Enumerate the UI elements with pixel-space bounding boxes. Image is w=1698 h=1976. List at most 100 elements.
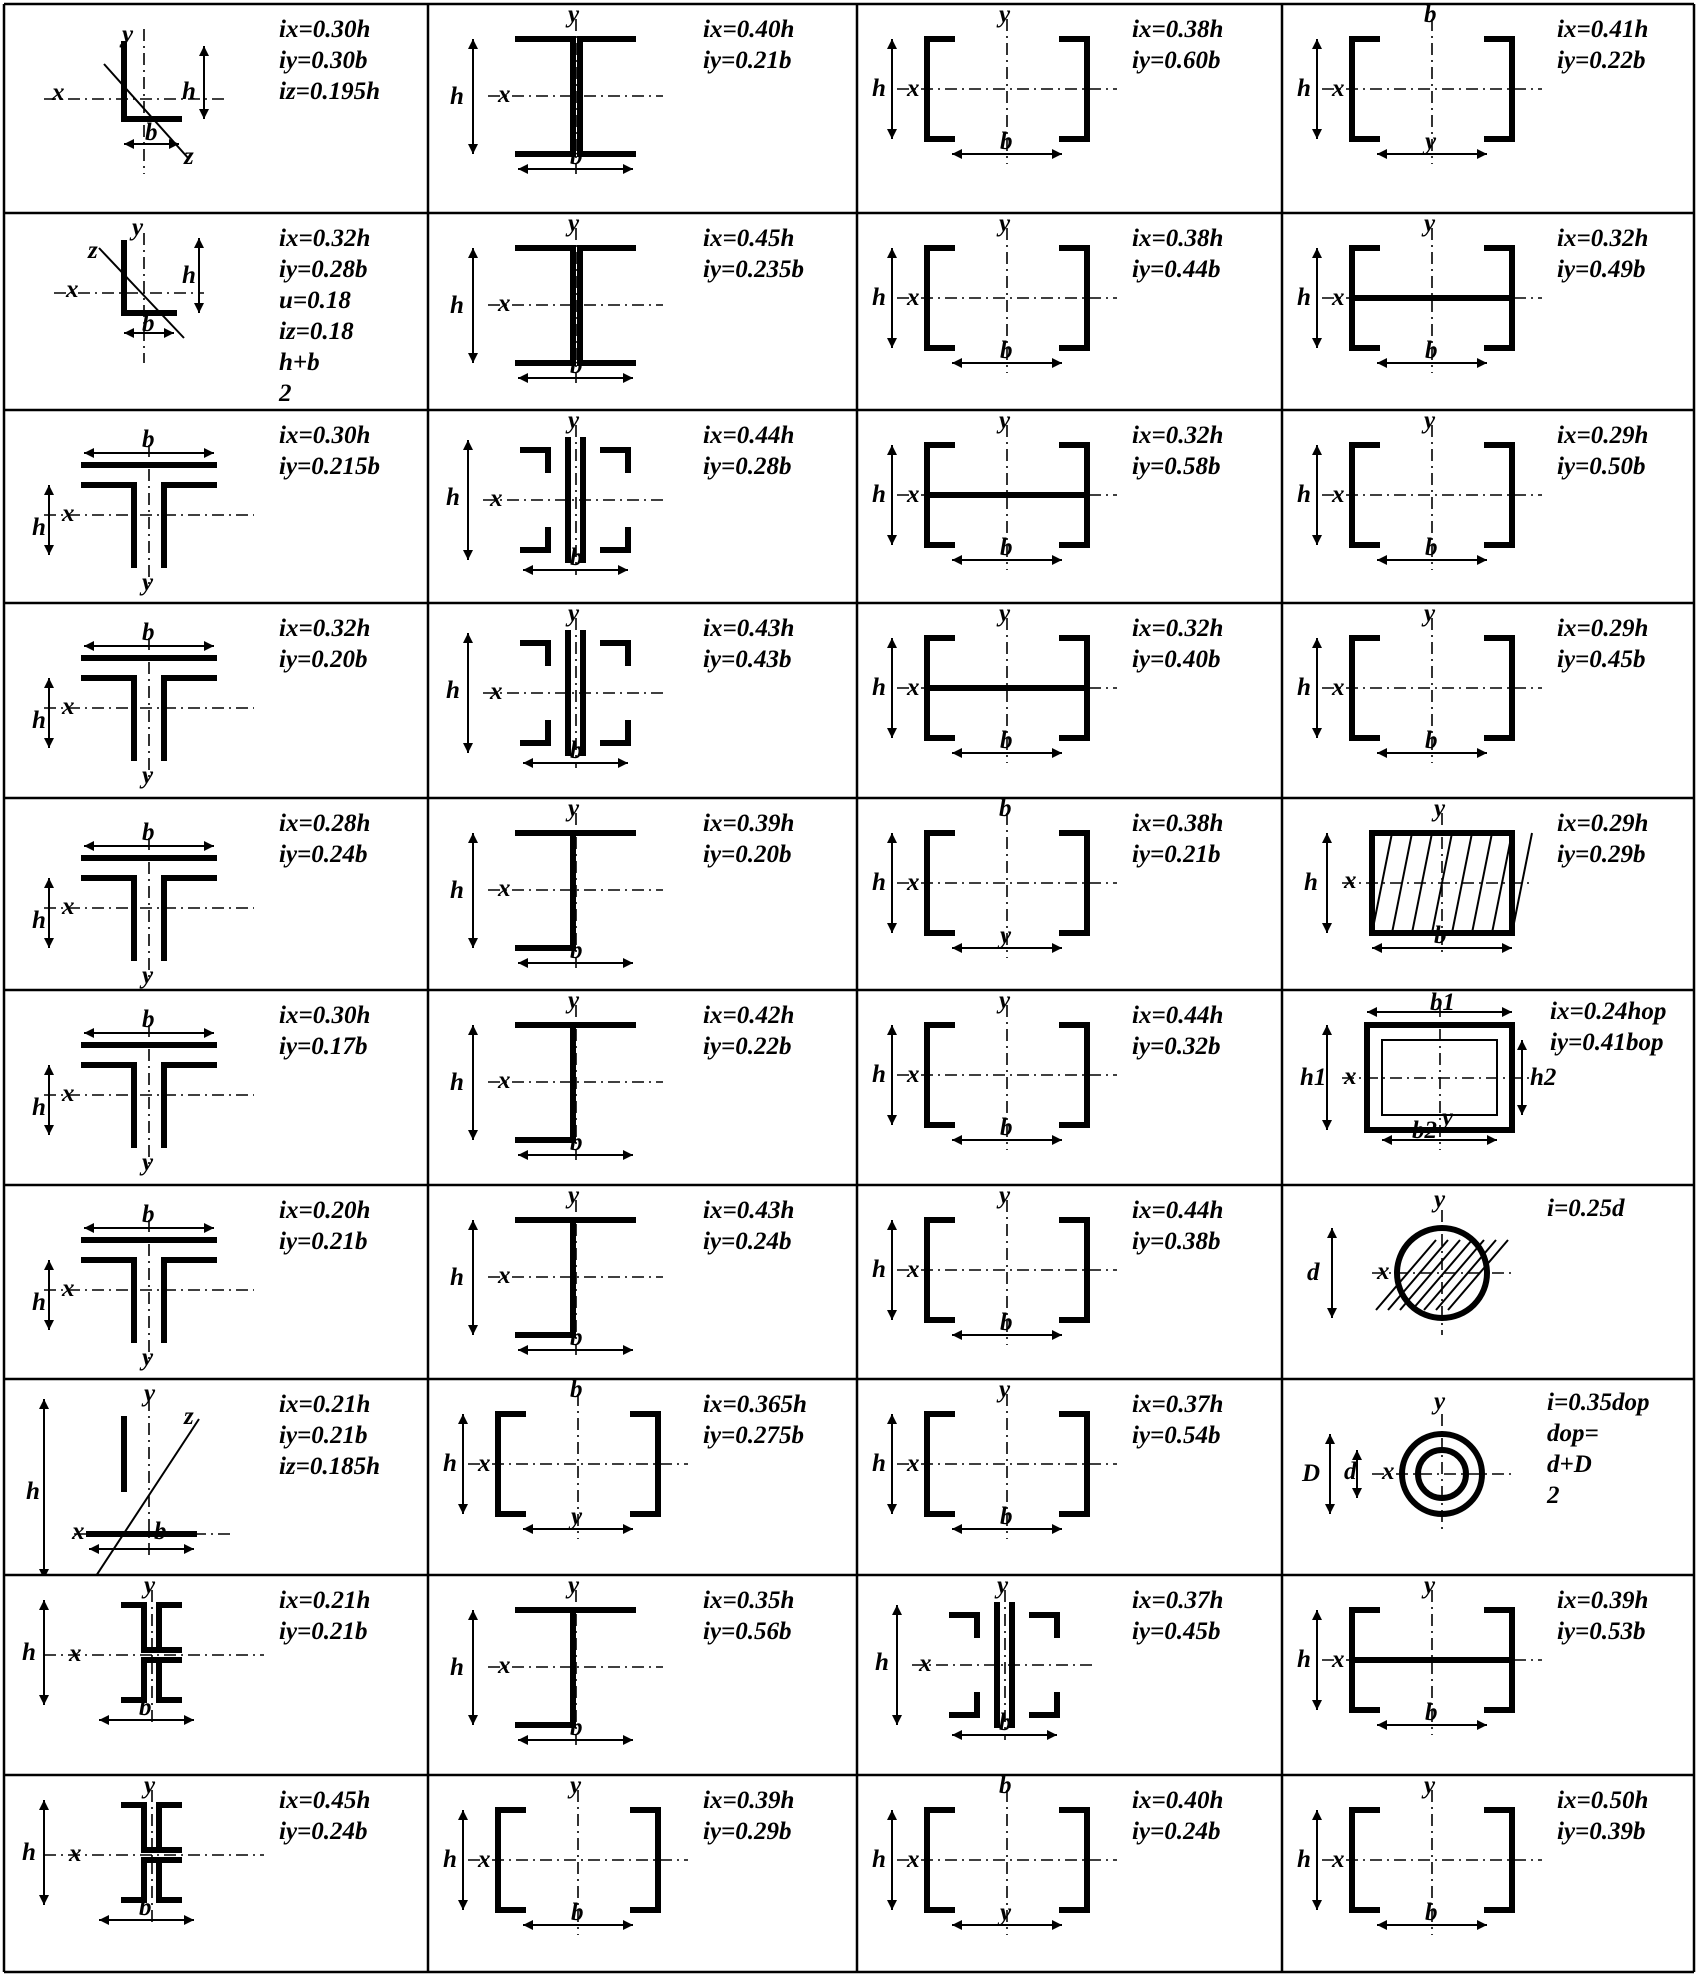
dim-h-label: h bbox=[450, 877, 464, 904]
dim-b-label: b bbox=[570, 937, 583, 964]
dim-h-label: h bbox=[32, 1094, 46, 1121]
dim-h-label: h bbox=[875, 1649, 889, 1676]
formula-line: iy=0.21b bbox=[279, 1228, 368, 1255]
axis-y-label: y bbox=[565, 603, 580, 627]
dim-b-label: b bbox=[571, 1899, 584, 1926]
formula-line: ix=0.365h bbox=[703, 1391, 807, 1418]
dim-h-label: h bbox=[1297, 1846, 1311, 1873]
formula-line: iy=0.21b bbox=[279, 1422, 368, 1449]
dim-b-label: b bbox=[1425, 337, 1438, 364]
formula-line: iy=0.29b bbox=[703, 1818, 792, 1845]
formula-line: ix=0.32h bbox=[279, 615, 371, 642]
dim-b-label: b bbox=[1000, 1503, 1013, 1530]
formula-line: i=0.35dop bbox=[1547, 1389, 1650, 1416]
axis-x-label: x bbox=[489, 678, 503, 705]
dim-b-label: b bbox=[1425, 1899, 1438, 1926]
formula-line: ix=0.21h bbox=[279, 1391, 371, 1418]
axis-y-label: y bbox=[139, 569, 154, 596]
formula-line: iy=0.20b bbox=[279, 646, 368, 673]
formula-line: iy=0.39b bbox=[1557, 1818, 1646, 1845]
formula-line: iz=0.195h bbox=[279, 78, 381, 105]
formula-line: iz=0.185h bbox=[279, 1453, 381, 1480]
axis-y-label: y bbox=[139, 1149, 154, 1176]
dim-h-label: h bbox=[1297, 1646, 1311, 1673]
formula-line: ix=0.39h bbox=[703, 1787, 795, 1814]
formula-line: ix=0.32h bbox=[1132, 422, 1224, 449]
formula-block: ix=0.43h iy=0.43b bbox=[703, 613, 794, 675]
axis-x-label: x bbox=[51, 79, 65, 106]
axis-y-label: y bbox=[565, 1185, 580, 1209]
formula-line: ix=0.43h bbox=[703, 615, 795, 642]
axis-x-label: x bbox=[61, 693, 75, 720]
axis-x-label: x bbox=[477, 1450, 491, 1477]
formula-line: ix=0.42h bbox=[703, 1002, 795, 1029]
formula-line: iy=0.24b bbox=[1132, 1818, 1221, 1845]
formula-line: ix=0.40h bbox=[703, 16, 795, 43]
formula-line: iy=0.45b bbox=[1557, 646, 1646, 673]
formula-line: ix=0.44h bbox=[703, 422, 795, 449]
formula-line: iy=0.22b bbox=[1557, 47, 1646, 74]
axis-y-label: y bbox=[1421, 213, 1436, 237]
formula-line: iy=0.20b bbox=[703, 841, 792, 868]
axis-x-label: x bbox=[906, 1450, 920, 1477]
axis-y-label: b bbox=[999, 798, 1012, 822]
axis-z-label: z bbox=[183, 143, 194, 170]
dim-h-label: h bbox=[22, 1839, 36, 1866]
axis-y-label: y bbox=[141, 1575, 156, 1599]
formula-line: ix=0.29h bbox=[1557, 422, 1649, 449]
formula-line: iy=0.29b bbox=[1557, 841, 1646, 868]
dim-h-label: h bbox=[872, 674, 886, 701]
formula-line: ix=0.32h bbox=[1557, 225, 1649, 252]
formula-line: iy=0.24b bbox=[703, 1228, 792, 1255]
dim-d-label: d bbox=[1307, 1259, 1320, 1286]
axis-y-label: y bbox=[1431, 1186, 1446, 1213]
formula-block: ix=0.39h iy=0.29b bbox=[703, 1785, 794, 1847]
dim-b-label: b bbox=[1425, 727, 1438, 754]
dim-h-label: h bbox=[872, 869, 886, 896]
dim-h-label: h bbox=[450, 1654, 464, 1681]
axis-y-label: y bbox=[565, 990, 580, 1014]
dim-b-label: b bbox=[570, 1324, 583, 1351]
dim-b-label: b bbox=[570, 1129, 583, 1156]
formula-line: iy=0.44b bbox=[1132, 256, 1221, 283]
formula-line: iy=0.43b bbox=[703, 646, 792, 673]
dim-h-label: h bbox=[872, 1846, 886, 1873]
axis-y-label: y bbox=[996, 603, 1011, 627]
